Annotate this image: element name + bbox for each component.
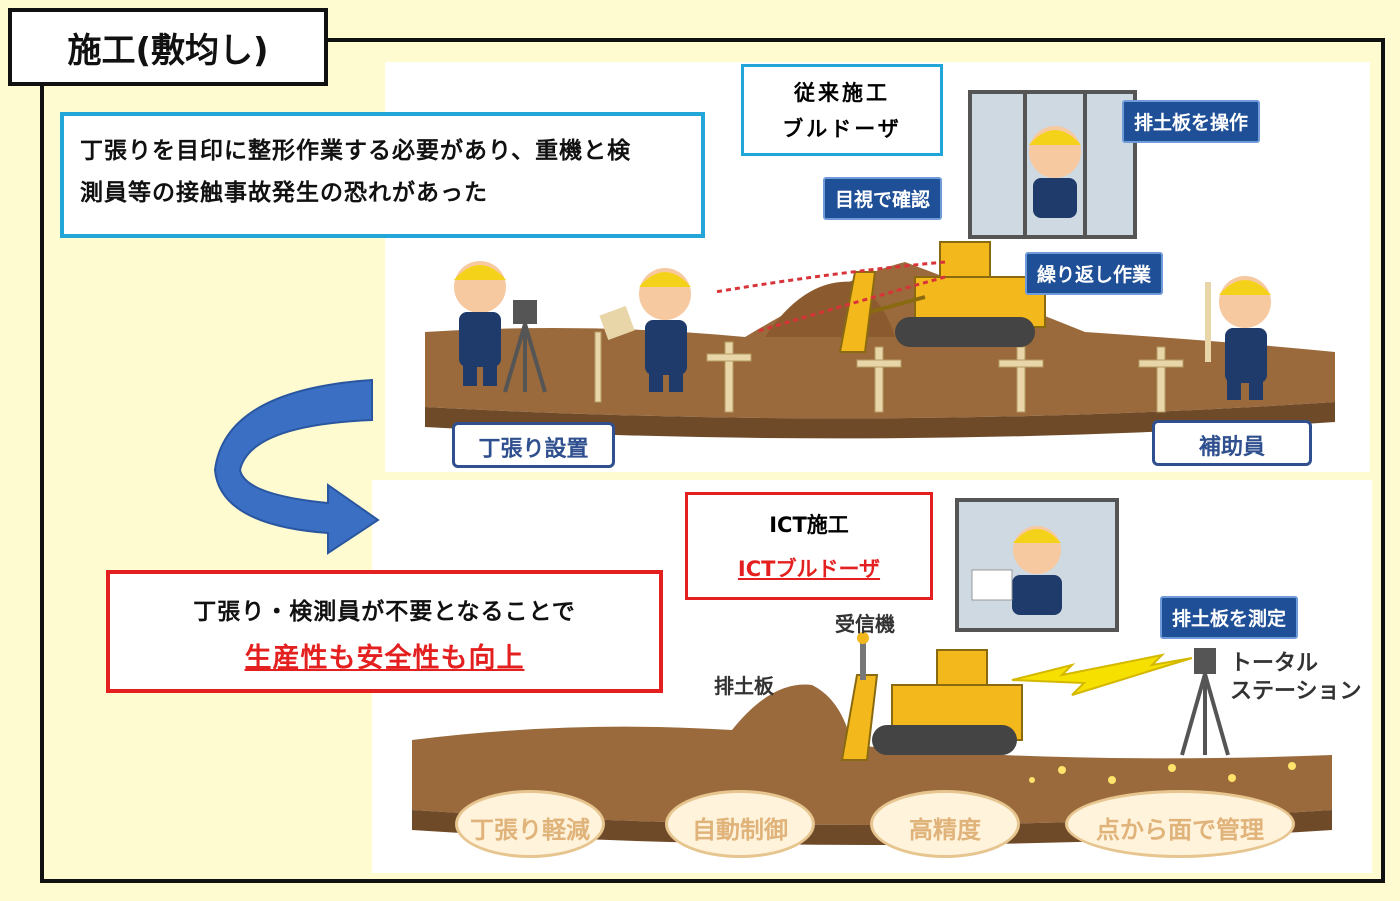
ict-heading: ICT施工 ICTブルドーザ [685, 492, 933, 600]
page-title: 施工(敷均し) [8, 8, 328, 86]
conventional-callout-line1: 丁張りを目印に整形作業する必要があり、重機と検 [80, 138, 632, 164]
sight-line-2 [754, 275, 946, 334]
label-blade: 排土板 [714, 674, 774, 698]
signal-bolt-icon [1011, 653, 1193, 696]
stakes [594, 331, 1184, 413]
worker-assistant [1205, 276, 1271, 400]
worker-surveyor [454, 261, 506, 386]
label-visual-check: 目視で確認 [823, 177, 943, 220]
benefit-oval: 点から面で管理 [1065, 790, 1295, 858]
ict-callout-line1: 丁張り・検測員が不要となることで [193, 599, 576, 625]
sparkles [1029, 762, 1296, 784]
ict-heading-line1: ICT施工 [769, 513, 849, 537]
conventional-heading-line2: ブルドーザ [782, 117, 902, 141]
sight-line-1 [714, 260, 946, 294]
transition-arrow-icon [213, 378, 380, 555]
ict-heading-line2: ICTブルドーザ [737, 557, 881, 581]
ict-callout-line2: 生産性も安全性も向上 [244, 643, 525, 674]
label-operate-blade: 排土板を操作 [1122, 100, 1261, 143]
label-total-station-line1: トータル [1230, 651, 1319, 676]
label-repeat-work: 繰り返し作業 [1025, 252, 1164, 295]
ict-bulldozer [840, 632, 1023, 761]
outer-frame [40, 38, 1385, 883]
label-assistant: 補助員 [1152, 420, 1312, 466]
label-stake-setup: 丁張り設置 [452, 422, 615, 468]
benefit-oval: 高精度 [870, 790, 1020, 858]
benefit-oval: 丁張り軽減 [455, 790, 605, 858]
label-total-station: トータル ステーション [1230, 650, 1362, 706]
total-station [1180, 648, 1230, 756]
conventional-bulldozer [838, 241, 1046, 353]
ground-soil [412, 684, 1332, 825]
label-total-station-line2: ステーション [1230, 679, 1362, 704]
label-receiver: 受信機 [835, 612, 895, 636]
conventional-callout: 丁張りを目印に整形作業する必要があり、重機と検 測員等の接触事故発生の恐れがあっ… [60, 112, 705, 238]
conventional-callout-line2: 測員等の接触事故発生の恐れがあった [80, 180, 488, 206]
ict-callout: 丁張り・検測員が不要となることで 生産性も安全性も向上 [106, 570, 663, 693]
worker-stake-setter [599, 268, 691, 392]
label-measure-blade: 排土板を測定 [1160, 596, 1299, 639]
conventional-illustration [425, 90, 1335, 439]
ground-edge [425, 402, 1335, 439]
survey-tripod [503, 300, 547, 393]
conventional-heading: 従来施工 ブルドーザ [741, 64, 943, 156]
conventional-heading-line1: 従来施工 [794, 81, 890, 105]
ict-cab-window [955, 498, 1119, 632]
benefit-oval: 自動制御 [665, 790, 815, 858]
conventional-cab-window [968, 90, 1137, 239]
